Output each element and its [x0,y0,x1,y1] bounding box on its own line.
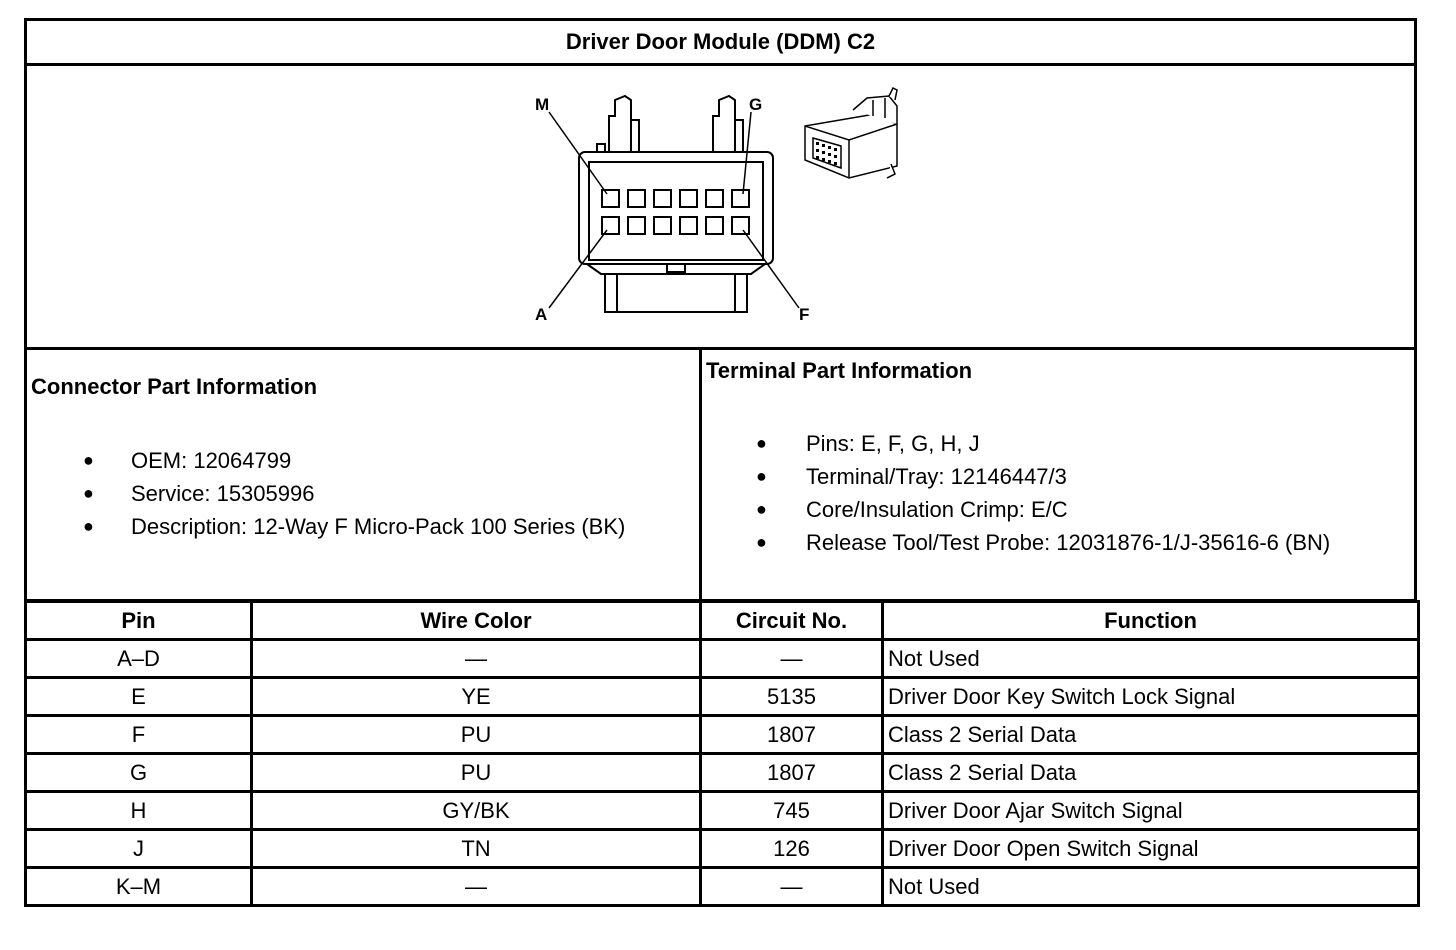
page-title-text: Driver Door Module (DDM) C2 [565,29,876,54]
pin-cell: G [24,752,253,793]
wire-color-cell: GY/BK [250,790,702,831]
function-cell: Driver Door Key Switch Lock Signal [881,676,1420,717]
function-cell: Not Used [881,638,1420,679]
wire-color-cell: TN [250,828,702,869]
cavity-A [601,216,620,235]
pin-cell: F [24,714,253,755]
connector-sheet: Driver Door Module (DDM) C2 [24,18,1420,937]
connector-part-info: Connector Part Information ●OEM: 1206479… [27,350,702,599]
terminal-info-heading: Terminal Part Information [706,358,973,383]
cavity-D [679,216,698,235]
table-row: E YE 5135 Driver Door Key Switch Lock Si… [24,676,1420,717]
table-row: J TN 126 Driver Door Open Switch Signal [24,828,1420,869]
leader-A [548,229,608,309]
pin-cell: H [24,790,253,831]
wire-color-cell: — [250,866,702,907]
table-row: H GY/BK 745 Driver Door Ajar Switch Sign… [24,790,1420,831]
pin-cell: K–M [24,866,253,907]
circuit-cell: 745 [699,790,884,831]
pin-cell: J [24,828,253,869]
table-row: K–M — — Not Used [24,866,1420,907]
cavity-L [627,189,646,208]
table-row: G PU 1807 Class 2 Serial Data [24,752,1420,793]
cavity-B [627,216,646,235]
label-pin-A: A [535,305,547,324]
function-cell: Class 2 Serial Data [881,714,1420,755]
cavity-H [705,189,724,208]
terminal-part-info: Terminal Part Information ●Pins: E, F, G… [706,358,1331,555]
leader-M [548,111,608,195]
leader-F [742,229,800,309]
connector-info-heading: Connector Part Information [31,374,318,399]
wire-color-cell: PU [250,714,702,755]
right-latch-tower [712,94,736,152]
table-header-row: Pin Wire Color Circuit No. Function [24,600,1420,641]
cavity-J [679,189,698,208]
column-header-circuit-no: Circuit No. [699,600,884,641]
function-cell: Not Used [881,866,1420,907]
circuit-cell: 5135 [699,676,884,717]
connector-housing [578,151,774,265]
circuit-cell: 126 [699,828,884,869]
isometric-cavities [816,142,837,165]
connector-face-diagram: M G A F [535,86,898,324]
circuit-cell: 1807 [699,714,884,755]
circuit-cell: — [699,866,884,907]
circuit-cell: 1807 [699,752,884,793]
function-cell: Driver Door Open Switch Signal [881,828,1420,869]
label-pin-F: F [799,305,809,324]
column-header-pin: Pin [24,600,253,641]
page-title: Driver Door Module (DDM) C2 [24,18,1417,66]
left-latch-tower [608,94,632,152]
leader-G [742,111,752,195]
pin-cell: A–D [24,638,253,679]
cavity-F [731,216,750,235]
wire-color-cell: YE [250,676,702,717]
table-row: A–D — — Not Used [24,638,1420,679]
connector-lower-body [604,274,748,313]
part-information-panel: Connector Part Information ●OEM: 1206479… [24,350,1417,602]
cavity-K [653,189,672,208]
function-cell: Class 2 Serial Data [881,752,1420,793]
cavity-E [705,216,724,235]
table-row: F PU 1807 Class 2 Serial Data [24,714,1420,755]
cavity-M [601,189,620,208]
wire-color-cell: PU [250,752,702,793]
column-header-function: Function [881,600,1420,641]
circuit-cell: — [699,638,884,679]
connector-isometric-icon [804,86,898,179]
connector-diagram-panel: M G A F [24,60,1417,350]
terminal-cavities [601,189,750,235]
label-pin-G: G [749,95,762,114]
wire-color-cell: — [250,638,702,679]
cavity-C [653,216,672,235]
label-pin-M: M [535,95,549,114]
pinout-table: Pin Wire Color Circuit No. Function A–D … [24,600,1420,907]
column-header-wire-color: Wire Color [250,600,702,641]
pin-cell: E [24,676,253,717]
cavity-G [731,189,750,208]
function-cell: Driver Door Ajar Switch Signal [881,790,1420,831]
